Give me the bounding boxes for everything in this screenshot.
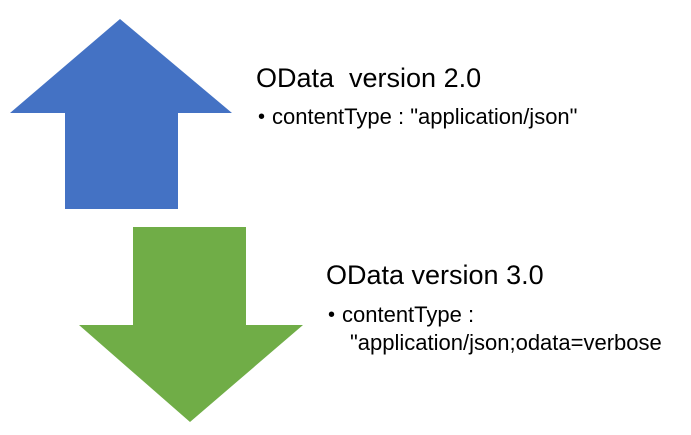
odata-v3-bullet-content-type: contentType :: [328, 301, 662, 329]
odata-v2-bullet-content-type: contentType : "application/json": [258, 103, 577, 131]
odata-v3-text-block: OData version 3.0 contentType : "applica…: [326, 259, 662, 357]
odata-v2-heading: OData version 2.0: [256, 63, 482, 93]
odata-v3-bullet-list: contentType : "application/json;odata=ve…: [328, 301, 662, 357]
odata-v2-text-block: OData version 2.0 contentType : "applica…: [256, 62, 577, 131]
odata-v2-bullet-list: contentType : "application/json": [258, 103, 577, 131]
odata-v3-bullet-content-type-continuation: "application/json;odata=verbose: [350, 330, 662, 355]
down-arrow-icon: [79, 227, 303, 422]
odata-v3-heading: OData version 3.0: [326, 260, 544, 290]
up-arrow-icon: [10, 19, 232, 209]
